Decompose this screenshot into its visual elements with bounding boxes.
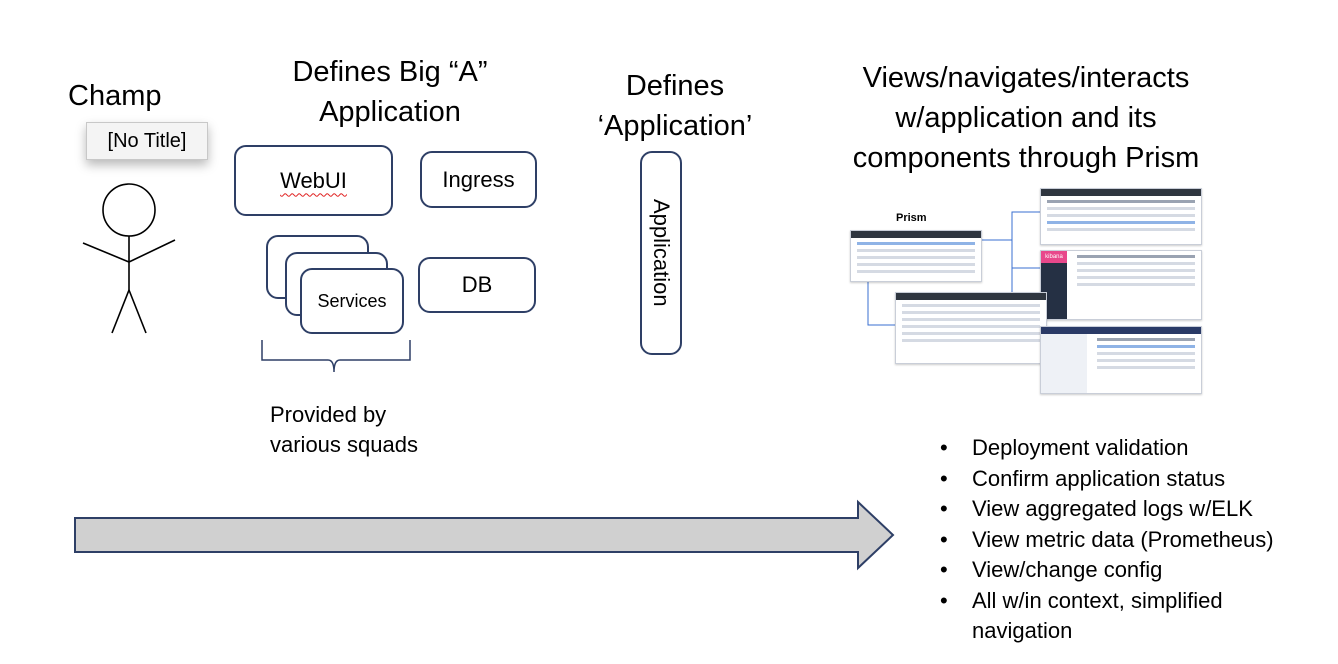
prism-list-screenshot xyxy=(895,292,1047,364)
application-def-heading: Defines ‘Application’ xyxy=(580,66,770,146)
prism-thumb-title: Prism xyxy=(896,212,927,224)
webui-label: WebUI xyxy=(280,167,347,193)
db-label: DB xyxy=(461,272,493,297)
application-box-label: Application xyxy=(649,199,674,307)
squads-brace xyxy=(261,340,411,373)
services-label: Services xyxy=(317,290,387,311)
application-def-line2: ‘Application’ xyxy=(597,110,753,142)
stick-figure xyxy=(82,183,176,334)
list-item: All w/in context, simplified xyxy=(936,586,1274,617)
big-a-heading-line2: Application xyxy=(319,96,461,128)
application-def-line1: Defines xyxy=(625,70,725,102)
prism-heading-line2: w/application and its xyxy=(895,102,1157,134)
prism-detail-screenshot xyxy=(1040,188,1202,245)
prometheus-screenshot xyxy=(1040,326,1202,394)
big-a-heading: Defines Big “A” Application xyxy=(240,52,540,132)
provided-by-note: Provided by various squads xyxy=(270,400,418,460)
prism-heading-line3: components through Prism xyxy=(852,142,1200,174)
application-box: Application xyxy=(640,151,682,355)
list-item: View/change config xyxy=(936,555,1274,586)
prism-capabilities-list: Deployment validation Confirm applicatio… xyxy=(936,433,1274,647)
kibana-screenshot: kibana xyxy=(1040,250,1202,320)
list-item: Deployment validation xyxy=(936,433,1274,464)
ingress-label: Ingress xyxy=(442,166,515,192)
webui-component: WebUI xyxy=(234,145,393,216)
big-a-heading-line1: Defines Big “A” xyxy=(292,56,488,88)
prism-heading: Views/navigates/interacts w/application … xyxy=(826,58,1226,178)
provided-by-line2: various squads xyxy=(270,432,418,457)
ingress-component: Ingress xyxy=(420,151,537,208)
progress-arrow-shape xyxy=(74,499,895,571)
no-title-tooltip: [No Title] xyxy=(86,122,208,160)
services-component: Services xyxy=(300,268,404,334)
list-item: View aggregated logs w/ELK xyxy=(936,494,1274,525)
champ-label: Champ xyxy=(68,80,162,112)
provided-by-line1: Provided by xyxy=(270,402,387,427)
prism-heading-line1: Views/navigates/interacts xyxy=(862,62,1190,94)
list-item-continuation: navigation xyxy=(972,618,1073,643)
db-component: DB xyxy=(418,257,536,313)
list-item: Confirm application status xyxy=(936,464,1274,495)
list-item: View metric data (Prometheus) xyxy=(936,525,1274,556)
prism-main-screenshot xyxy=(850,230,982,282)
kibana-logo: kibana xyxy=(1041,251,1067,263)
